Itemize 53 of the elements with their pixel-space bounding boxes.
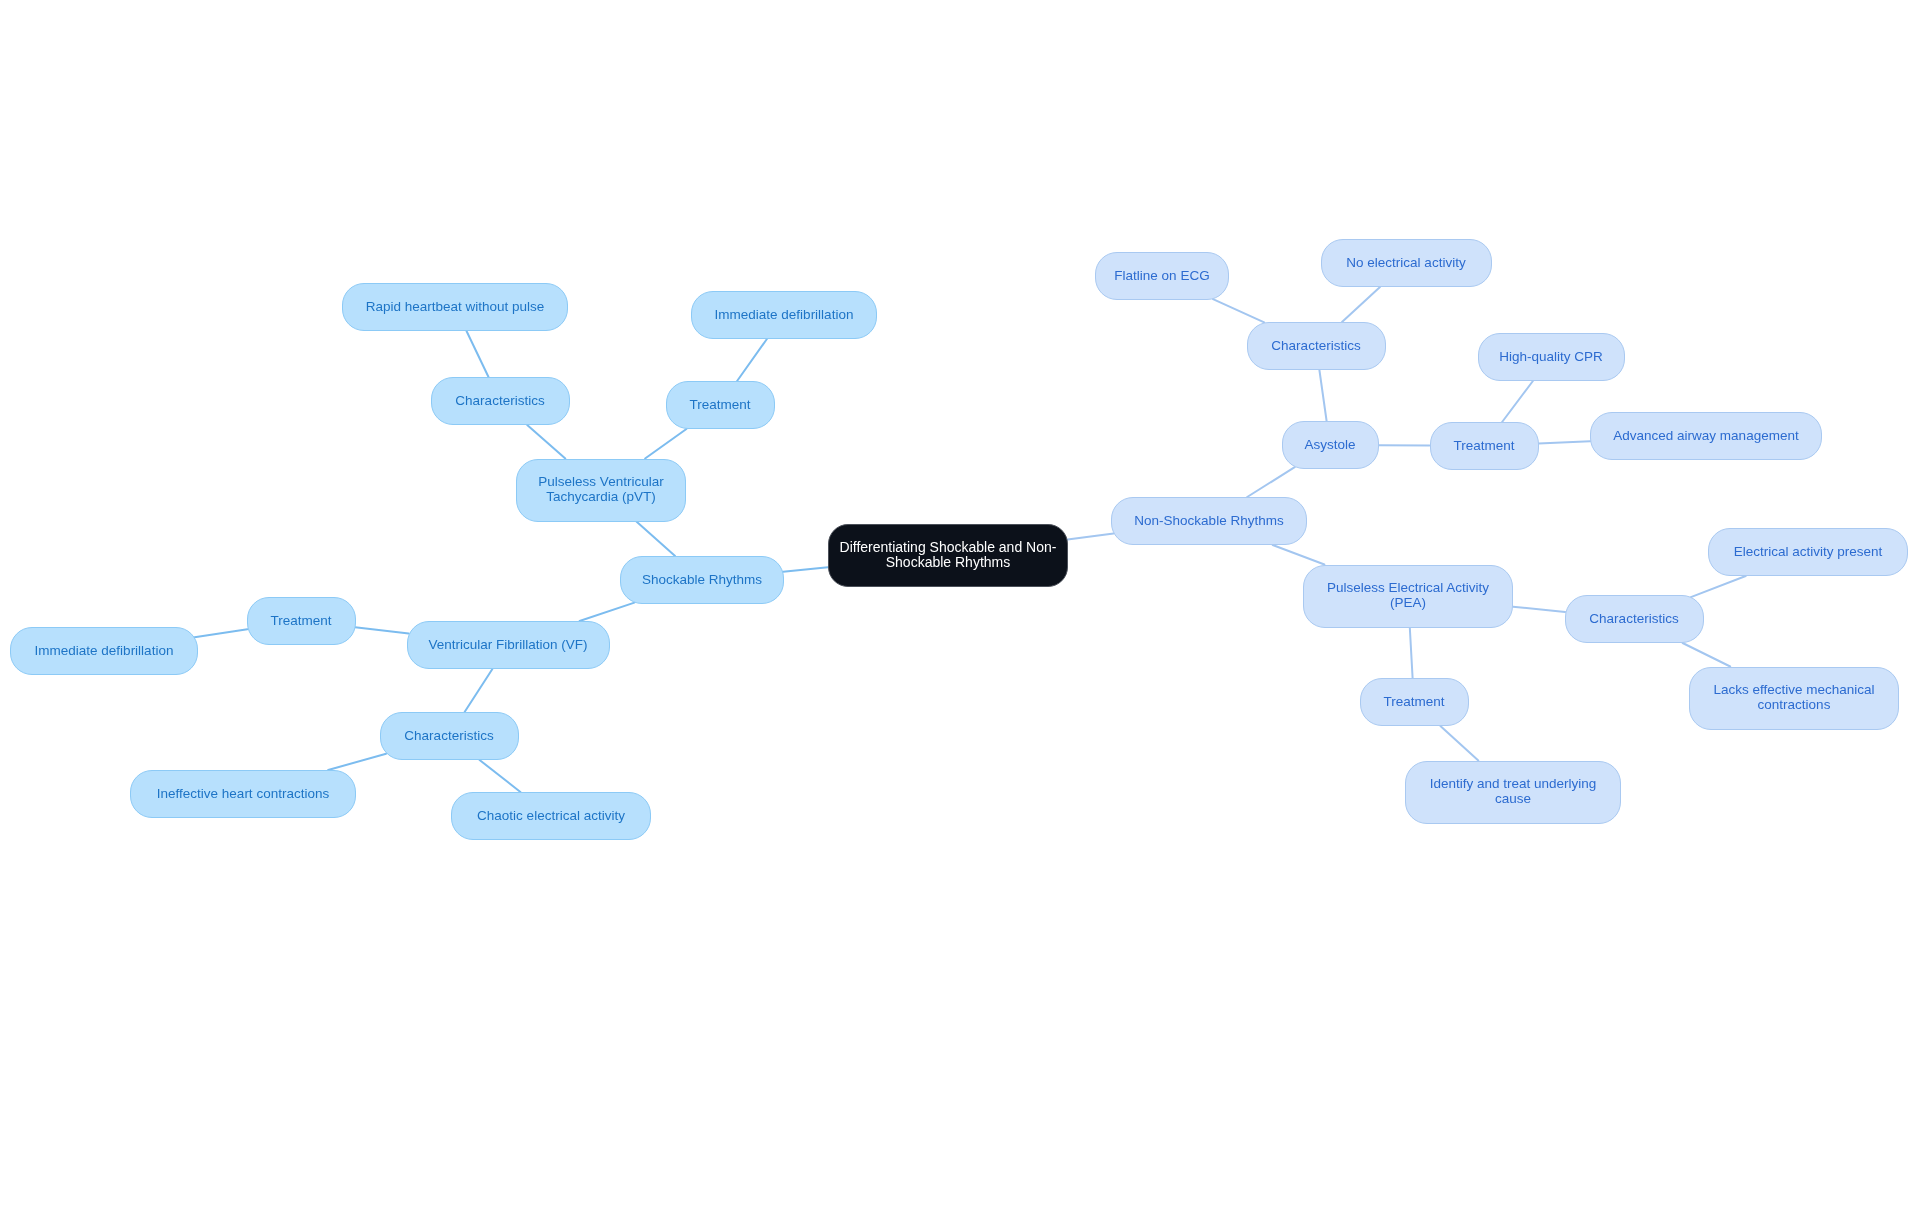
- connector-line: [354, 626, 410, 635]
- topic-node: Immediate defibrillation: [691, 291, 877, 339]
- connector-line: [1501, 380, 1534, 423]
- connector-line: [635, 520, 677, 557]
- connector-line: [1212, 298, 1266, 324]
- topic-node: Immediate defibrillation: [10, 627, 198, 675]
- topic-node: Shockable Rhythms: [620, 556, 784, 604]
- connector-line: [465, 330, 490, 378]
- connector-line: [1512, 605, 1567, 613]
- connector-line: [1681, 642, 1732, 668]
- connector-line: [1537, 440, 1592, 445]
- connector-line: [478, 759, 522, 793]
- topic-node: Characteristics: [1246, 322, 1386, 370]
- connector-line: [327, 752, 388, 771]
- topic-node: Pulseless Ventricular Tachycardia (pVT): [516, 458, 686, 522]
- central-topic-node: Differentiating Shockable and Non-Shockable Rhythms: [828, 523, 1068, 587]
- topic-node: Treatment: [1429, 422, 1539, 470]
- topic-node: Non-Shockable Rhythms: [1111, 497, 1307, 545]
- connector-line: [1271, 544, 1326, 566]
- connector-line: [1341, 286, 1381, 323]
- connector-line: [193, 628, 249, 639]
- connector-line: [736, 338, 768, 382]
- topic-node: Treatment: [1359, 678, 1469, 726]
- connector-line: [1318, 369, 1328, 422]
- connector-line: [782, 566, 829, 573]
- topic-node: No electrical activity: [1320, 239, 1492, 287]
- connector-line: [1439, 725, 1480, 762]
- connector-line: [1408, 626, 1414, 679]
- connector-line: [1066, 532, 1115, 541]
- topic-node: Electrical activity present: [1708, 528, 1908, 576]
- topic-node: Ventricular Fibrillation (VF): [406, 621, 610, 669]
- topic-node: High-quality CPR: [1477, 333, 1625, 381]
- topic-node: Characteristics: [1564, 595, 1704, 643]
- topic-node: Advanced airway management: [1590, 412, 1822, 460]
- topic-node: Rapid heartbeat without pulse: [342, 283, 568, 331]
- connector-line: [463, 668, 494, 713]
- topic-node: Pulseless Electrical Activity (PEA): [1303, 564, 1513, 628]
- connector-line: [1377, 444, 1431, 447]
- topic-node: Chaotic electrical activity: [451, 792, 651, 840]
- connector-line: [526, 424, 567, 460]
- connector-line: [644, 428, 688, 460]
- connector-line: [1689, 575, 1747, 599]
- topic-node: Characteristics: [430, 377, 570, 425]
- topic-node: Identify and treat underlying cause: [1405, 760, 1621, 824]
- topic-node: Treatment: [246, 597, 356, 645]
- topic-node: Ineffective heart contractions: [130, 770, 356, 818]
- topic-node: Characteristics: [379, 712, 519, 760]
- connector-line: [578, 601, 636, 622]
- topic-node: Lacks effective mechanical contractions: [1689, 666, 1899, 730]
- topic-node: Flatline on ECG: [1095, 252, 1229, 300]
- topic-node: Asystole: [1281, 421, 1379, 469]
- topic-node: Treatment: [665, 381, 775, 429]
- connector-line: [1246, 466, 1296, 498]
